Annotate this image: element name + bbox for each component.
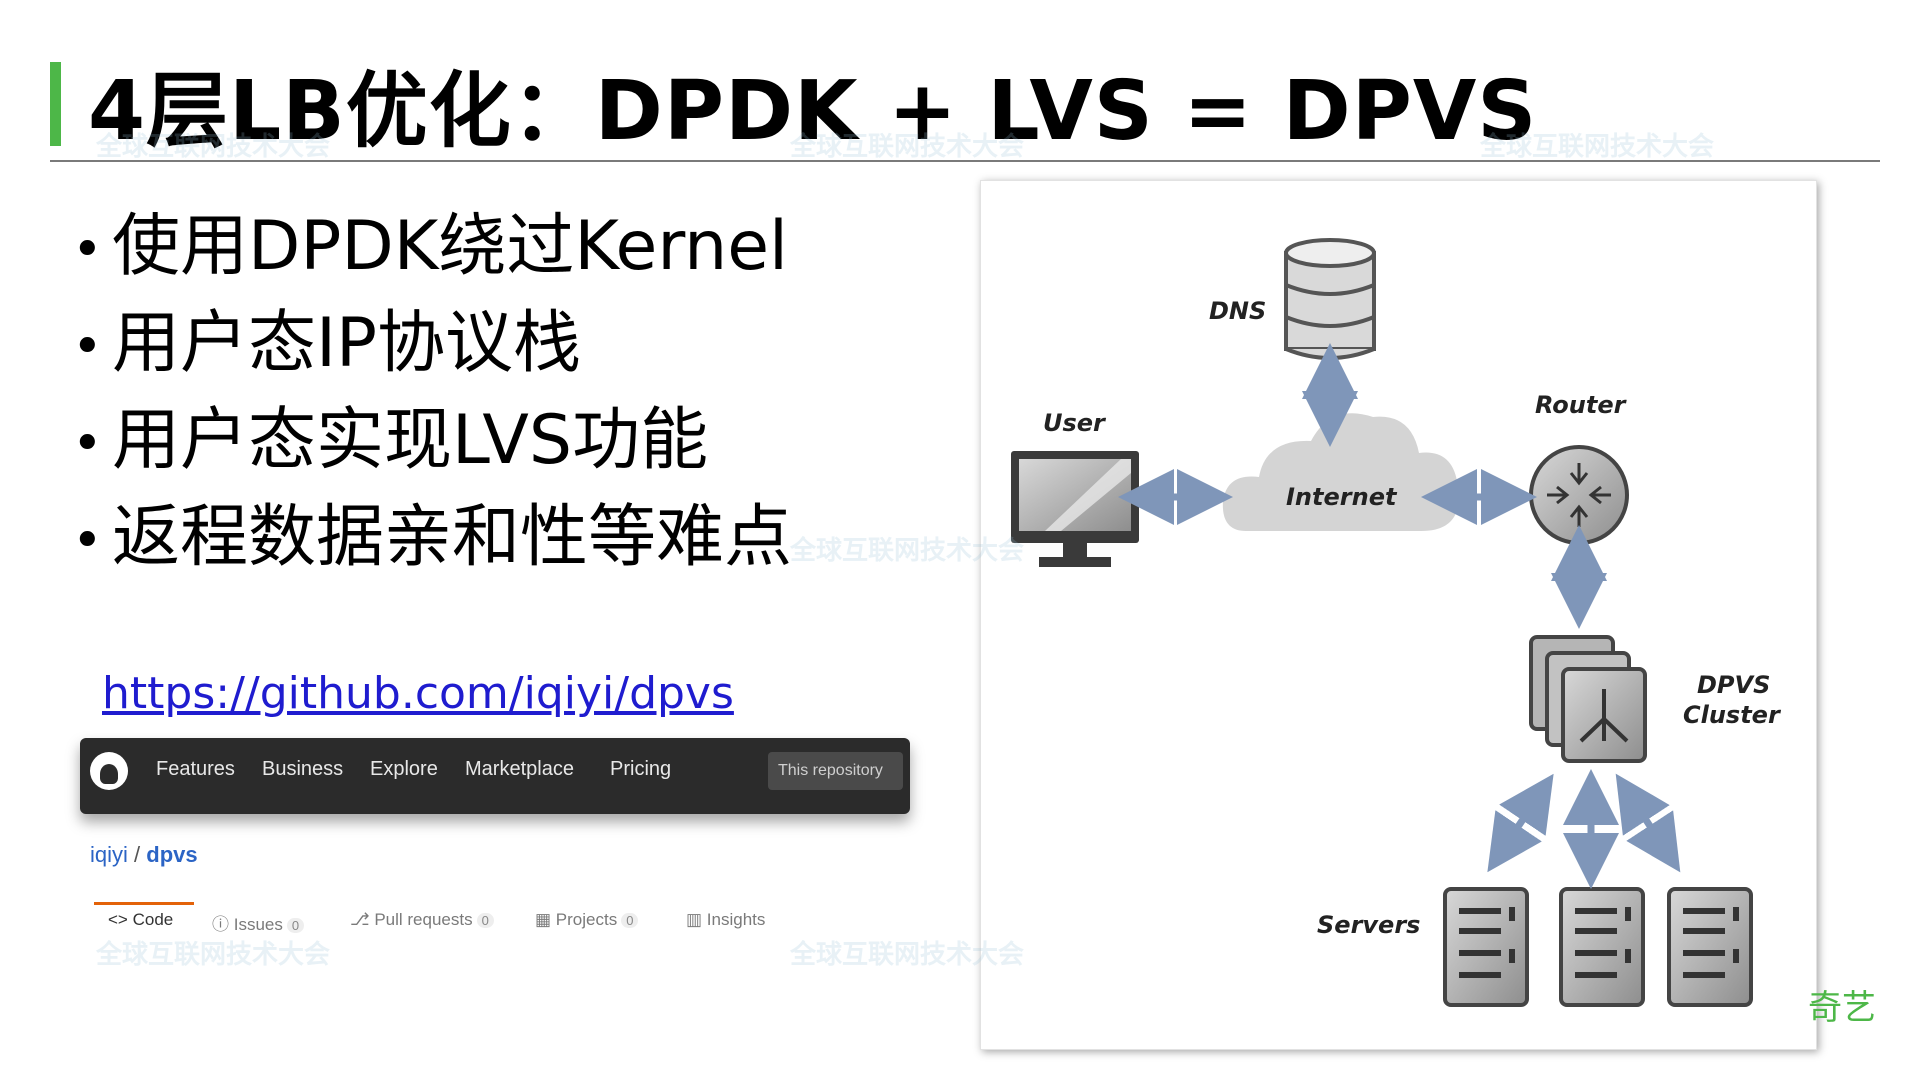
bullet-list: •使用DPDK绕过Kernel •用户态IP协议栈 •用户态实现LVS功能 •返… [72,200,792,588]
repo-owner-link[interactable]: iqiyi [90,842,128,867]
nav-marketplace[interactable]: Marketplace [465,758,574,780]
active-tab-indicator [94,902,194,905]
code-icon: <> [108,910,128,929]
arrow-dpvs-server1 [1487,773,1554,873]
tab-code[interactable]: <> Code [108,910,173,930]
server-icon [1559,887,1645,1007]
bullet-item: •用户态实现LVS功能 [72,394,792,491]
nav-explore[interactable]: Explore [370,758,438,780]
internet-label: Internet [1286,483,1398,511]
router-label: Router [1535,391,1628,419]
server-icon [1443,887,1529,1007]
repo-name-link[interactable]: dpvs [146,842,198,867]
dpvs-label-line1: DPVS [1697,671,1770,699]
bullet-item: •返程数据亲和性等难点 [72,491,792,588]
server-icon [1667,887,1753,1007]
bullet-text: 返程数据亲和性等难点 [112,497,793,577]
architecture-diagram: DNS Internet User Router [980,180,1817,1050]
servers-label: Servers [1317,911,1420,939]
dns-database-icon [1284,238,1376,360]
bullet-text: 使用DPDK绕过Kernel [112,207,788,286]
repo-search-input[interactable]: This repository [768,752,903,790]
slide-title: 4层LB优化：DPDK + LVS = DPVS [88,64,1538,159]
insights-icon: ▥ [686,910,703,929]
arrow-dpvs-server3 [1615,773,1681,873]
nav-business[interactable]: Business [262,758,344,780]
dns-label: DNS [1209,297,1266,325]
company-logo-text: 奇艺 [1808,988,1876,1028]
github-header: Features Business Explore Marketplace Pr… [80,738,910,814]
tab-count: 0 [476,913,494,928]
tab-label: Insights [706,910,766,929]
tab-label: Code [132,910,174,929]
github-logo-icon[interactable] [90,752,128,790]
title-accent-bar [50,62,61,146]
repo-breadcrumb: iqiyi / dpvs [90,842,198,868]
title-divider [50,160,1880,162]
bullet-dot: • [72,316,103,377]
bullet-dot: • [72,219,103,280]
repo-separator: / [134,842,141,867]
project-icon: ▦ [535,910,552,929]
tab-count: 0 [286,918,305,933]
issue-icon: ⓘ [212,915,229,934]
router-icon [1529,445,1629,545]
tab-insights[interactable]: ▥ Insights [686,910,765,930]
bullet-item: •使用DPDK绕过Kernel [72,200,792,297]
user-monitor-icon [1011,451,1139,567]
tab-label: Issues [233,915,283,934]
dpvs-label-line2: Cluster [1683,701,1782,729]
nav-features[interactable]: Features [156,758,235,780]
tab-label: Pull requests [374,910,473,929]
diagram-svg: DNS Internet User Router [1011,238,1782,1007]
bullet-dot: • [72,413,103,474]
dpvs-cluster-icon [1529,635,1647,763]
connection-arrows [1118,343,1681,889]
bullet-text: 用户态实现LVS功能 [112,400,709,480]
bullet-item: •用户态IP协议栈 [72,297,792,394]
github-link[interactable]: https://github.com/iqiyi/dpvs [102,668,734,719]
pull-request-icon: ⎇ [350,910,370,929]
tab-count: 0 [621,913,639,928]
internet-cloud-icon [1222,413,1459,531]
tab-label: Projects [555,910,618,929]
bullet-text: 用户态IP协议栈 [112,303,582,383]
nav-pricing[interactable]: Pricing [610,758,672,780]
user-label: User [1043,409,1107,437]
bullet-dot: • [72,510,103,571]
github-screenshot: Features Business Explore Marketplace Pr… [80,738,910,958]
